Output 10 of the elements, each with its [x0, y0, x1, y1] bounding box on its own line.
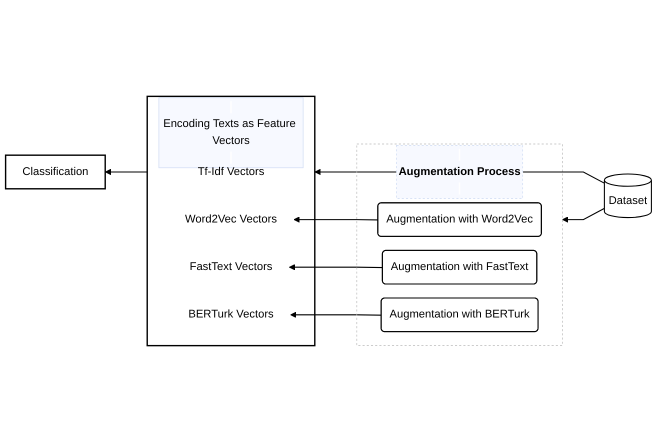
- arrow: [104, 168, 148, 176]
- node-text: FastText Vectors: [190, 260, 272, 273]
- arrow: [562, 208, 605, 223]
- node-text: Tf-Idf Vectors: [198, 166, 264, 178]
- node-text: Word2Vec Vectors: [185, 213, 277, 226]
- arrow: [294, 216, 378, 223]
- arrow: [288, 264, 383, 270]
- node-box: Classification: [4, 154, 106, 190]
- arrow: [290, 312, 382, 318]
- node-text: BERTurk Vectors: [188, 308, 274, 320]
